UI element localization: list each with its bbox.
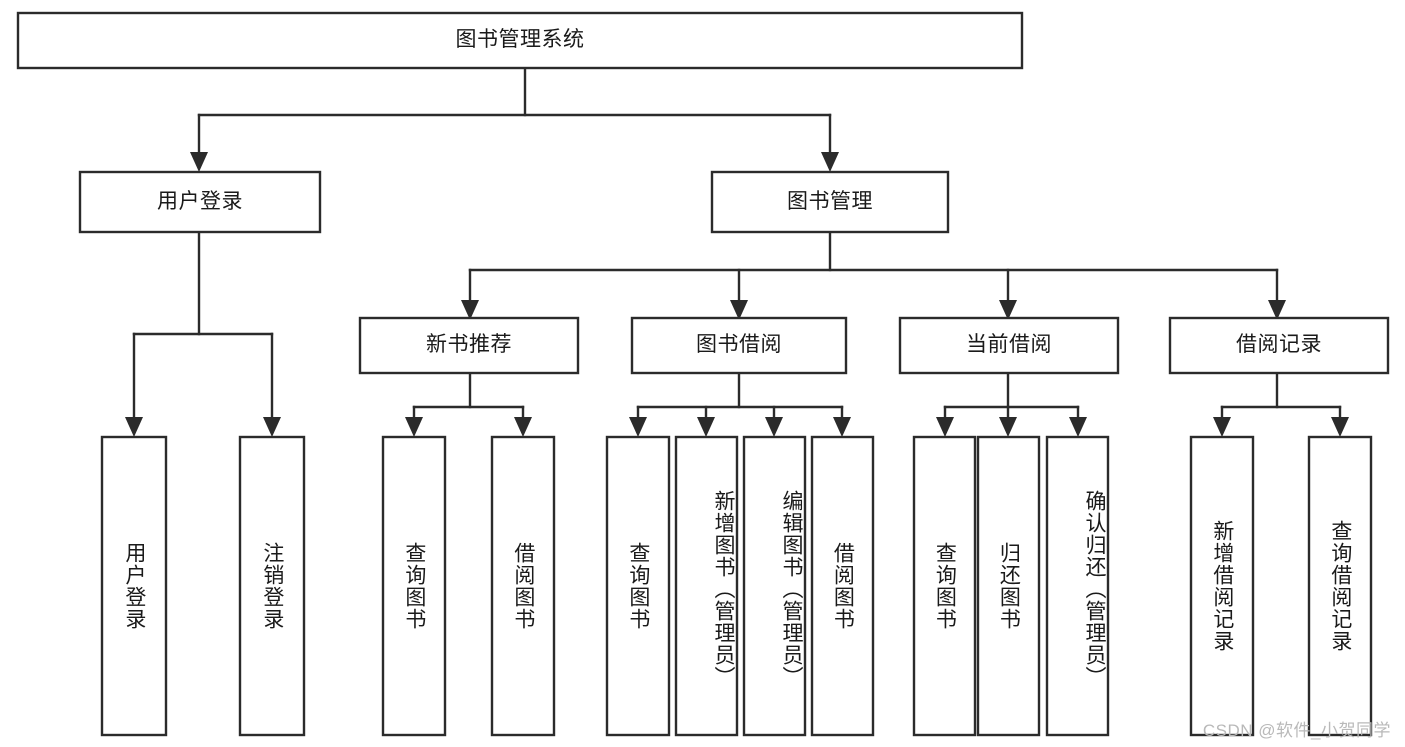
node-box-leaf[interactable] [810, 435, 875, 737]
node-label-current-borrow: 当前借阅 [966, 333, 1052, 357]
arrowhead-currentborrow-leaf-2 [999, 417, 1017, 437]
node-box-leaf[interactable] [381, 435, 447, 737]
node-label-leaf-query-book-1: 查询图书 [402, 542, 426, 630]
node-label-user-login: 用户登录 [157, 189, 243, 213]
node-label-book-borrow: 图书借阅 [696, 333, 782, 357]
node-label-borrow-record: 借阅记录 [1236, 333, 1322, 357]
node-box-user-login[interactable] [78, 170, 322, 234]
node-box-leaf[interactable] [1189, 435, 1255, 737]
node-boxes [16, 11, 1390, 737]
node-label-leaf-query-record: 查询借阅记录 [1328, 520, 1352, 652]
node-label-book-manage: 图书管理 [787, 189, 873, 213]
arrowhead-borrowrecord-leaf-2 [1331, 417, 1349, 437]
arrowhead-user-login [190, 152, 208, 172]
node-label-leaf-confirm-return: 确认归还（管理员） [1083, 490, 1106, 688]
arrowhead-borrowrecord-leaf-1 [1213, 417, 1231, 437]
node-label-leaf-query-book-3: 查询图书 [933, 542, 957, 630]
arrowhead-currentborrow-leaf-1 [936, 417, 954, 437]
arrowhead-borrowrecord [1268, 300, 1286, 320]
arrowhead-bookborrow-leaf-1 [629, 417, 647, 437]
node-box-leaf[interactable] [100, 435, 168, 737]
arrowhead-newbook [461, 300, 479, 320]
node-box-borrow-record[interactable] [1168, 316, 1390, 375]
arrowhead-book-manage [821, 152, 839, 172]
node-label-leaf-logout: 注销登录 [260, 542, 284, 630]
node-box-leaf[interactable] [605, 435, 671, 737]
node-label-leaf-user-login: 用户登录 [122, 542, 146, 630]
node-box-leaf[interactable] [1307, 435, 1373, 737]
arrowhead-bookborrow-leaf-4 [833, 417, 851, 437]
node-box-book-borrow[interactable] [630, 316, 848, 375]
node-box-leaf[interactable] [912, 435, 977, 737]
arrowhead-bookborrow [730, 300, 748, 320]
node-box-new-book-recommend[interactable] [358, 316, 580, 375]
node-label-leaf-return-book: 归还图书 [997, 542, 1021, 630]
arrowhead-newbook-leaf-2 [514, 417, 532, 437]
node-box-leaf[interactable] [1045, 435, 1110, 737]
node-label-leaf-query-book-2: 查询图书 [626, 542, 650, 630]
node-label-leaf-add-book: 新增图书（管理员） [712, 490, 735, 688]
arrowhead-newbook-leaf-1 [405, 417, 423, 437]
node-box-leaf[interactable] [976, 435, 1041, 737]
arrowhead-currentborrow-leaf-3 [1069, 417, 1087, 437]
node-label-leaf-add-record: 新增借阅记录 [1210, 520, 1234, 652]
node-label-root: 图书管理系统 [455, 28, 585, 52]
watermark-text: CSDN @软件_小贺同学 [1202, 721, 1391, 740]
arrowhead-bookborrow-leaf-2 [697, 417, 715, 437]
node-box-leaf[interactable] [490, 435, 556, 737]
arrowhead-bookborrow-leaf-3 [765, 417, 783, 437]
node-label-new-book-recommend: 新书推荐 [426, 333, 512, 357]
node-box-root[interactable] [16, 11, 1024, 70]
arrow-heads [125, 152, 1349, 437]
node-label-leaf-borrow-book-1: 借阅图书 [511, 542, 535, 630]
arrowhead-currentborrow [999, 300, 1017, 320]
arrowhead-leaf-logout [263, 417, 281, 437]
node-label-leaf-edit-book: 编辑图书（管理员） [780, 490, 803, 688]
node-box-leaf[interactable] [238, 435, 306, 737]
node-box-leaf[interactable] [742, 435, 807, 737]
node-label-leaf-borrow-book-2: 借阅图书 [831, 542, 855, 630]
node-box-book-manage[interactable] [710, 170, 950, 234]
node-box-leaf[interactable] [674, 435, 739, 737]
arrowhead-leaf-user-login [125, 417, 143, 437]
node-box-current-borrow[interactable] [898, 316, 1120, 375]
